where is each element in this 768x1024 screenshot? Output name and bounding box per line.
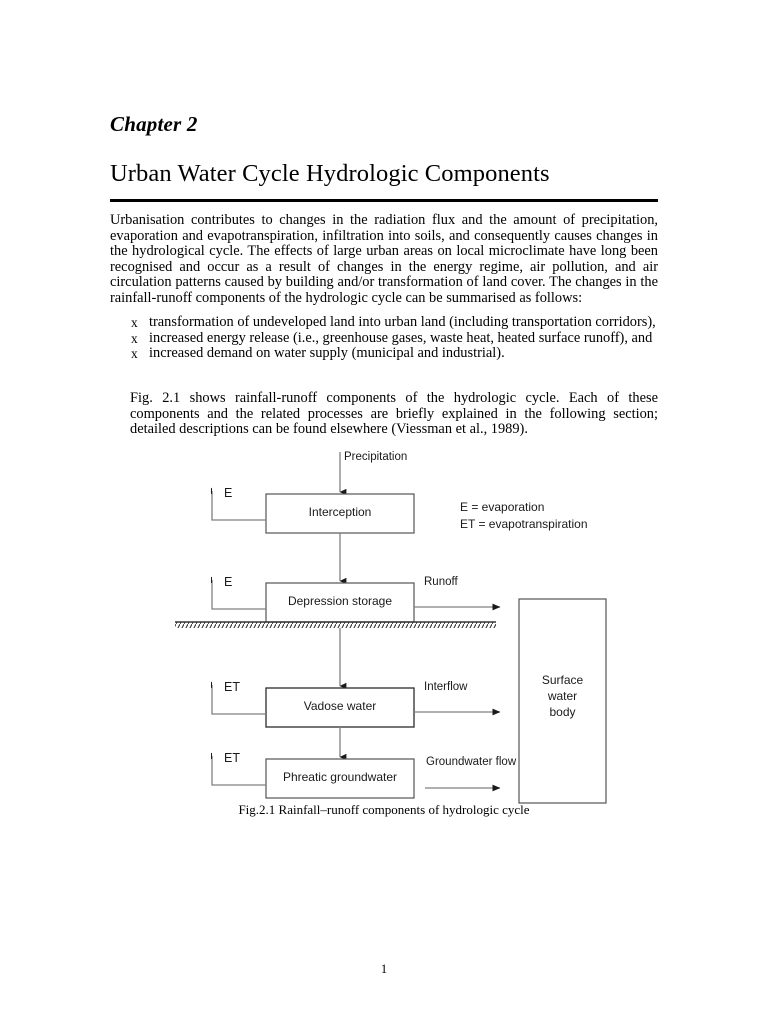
bullet-marker-icon: x	[131, 315, 138, 330]
ground-surface-hatch	[175, 622, 496, 628]
surface-water-body-line-1: Surface	[541, 673, 584, 687]
label-interflow: Interflow	[424, 681, 468, 693]
label-depression-evaporation: E	[224, 575, 233, 589]
page-title: Urban Water Cycle Hydrologic Components	[110, 160, 550, 187]
box-label-surface-water-body: Surface water body	[519, 672, 606, 720]
list-item-label: increased demand on water supply (munici…	[149, 345, 505, 362]
list-item: x increased demand on water supply (muni…	[110, 346, 658, 362]
list-item-label: increased energy release (i.e., greenhou…	[149, 329, 653, 346]
box-label-interception: Interception	[308, 505, 372, 519]
figure-caption: Fig.2.1 Rainfall–runoff components of hy…	[238, 802, 530, 817]
figure-2-1: Precipitation E E ET ET Interception Dep…	[0, 440, 768, 830]
box-phreatic-groundwater	[265, 758, 415, 799]
box-label-phreatic-groundwater: Phreatic groundwater	[282, 770, 398, 784]
bullet-list: x transformation of undeveloped land int…	[110, 314, 658, 362]
box-surface-water-body	[518, 598, 607, 804]
intro-paragraph: Urbanisation contributes to changes in t…	[110, 212, 658, 306]
label-interception-evaporation: E	[224, 486, 233, 500]
label-groundwater-flow: Groundwater flow	[426, 756, 517, 768]
box-depression-storage	[265, 582, 415, 623]
bullet-marker-icon: x	[131, 346, 138, 362]
figure-diagram-canvas	[175, 452, 607, 804]
chapter-label: Chapter 2	[110, 112, 198, 136]
closing-paragraph-block: Fig. 2.1 shows rainfall-runoff component…	[110, 390, 658, 438]
title-divider	[110, 199, 658, 202]
list-item: x transformation of undeveloped land int…	[110, 314, 658, 331]
label-vadose-evapotranspiration: ET	[224, 680, 240, 694]
depression-evaporation-arrow	[212, 580, 266, 610]
legend-evaporation: E = evaporation	[460, 500, 545, 514]
surface-water-body-line-3: body	[549, 705, 576, 719]
bullet-marker-icon: x	[131, 330, 138, 346]
label-runoff: Runoff	[424, 576, 458, 588]
legend-evapotranspiration: ET = evapotranspiration	[460, 517, 588, 531]
box-label-vadose-water: Vadose water	[303, 699, 377, 713]
phreatic-evapotranspiration-arrow	[212, 756, 266, 786]
box-label-depression-storage: Depression storage	[287, 594, 393, 608]
list-item: x increased energy release (i.e., greenh…	[110, 329, 658, 347]
surface-water-body-line-2: water	[547, 689, 578, 703]
label-precipitation: Precipitation	[344, 451, 408, 463]
vadose-evapotranspiration-arrow	[212, 685, 266, 715]
list-item-label: transformation of undeveloped land into …	[149, 314, 656, 330]
interception-evaporation-arrow	[212, 491, 266, 521]
label-phreatic-evapotranspiration: ET	[224, 751, 240, 765]
intro-paragraph-block: Urbanisation contributes to changes in t…	[110, 212, 658, 307]
closing-paragraph: Fig. 2.1 shows rainfall-runoff component…	[130, 390, 658, 438]
page-number: 1	[380, 962, 388, 976]
